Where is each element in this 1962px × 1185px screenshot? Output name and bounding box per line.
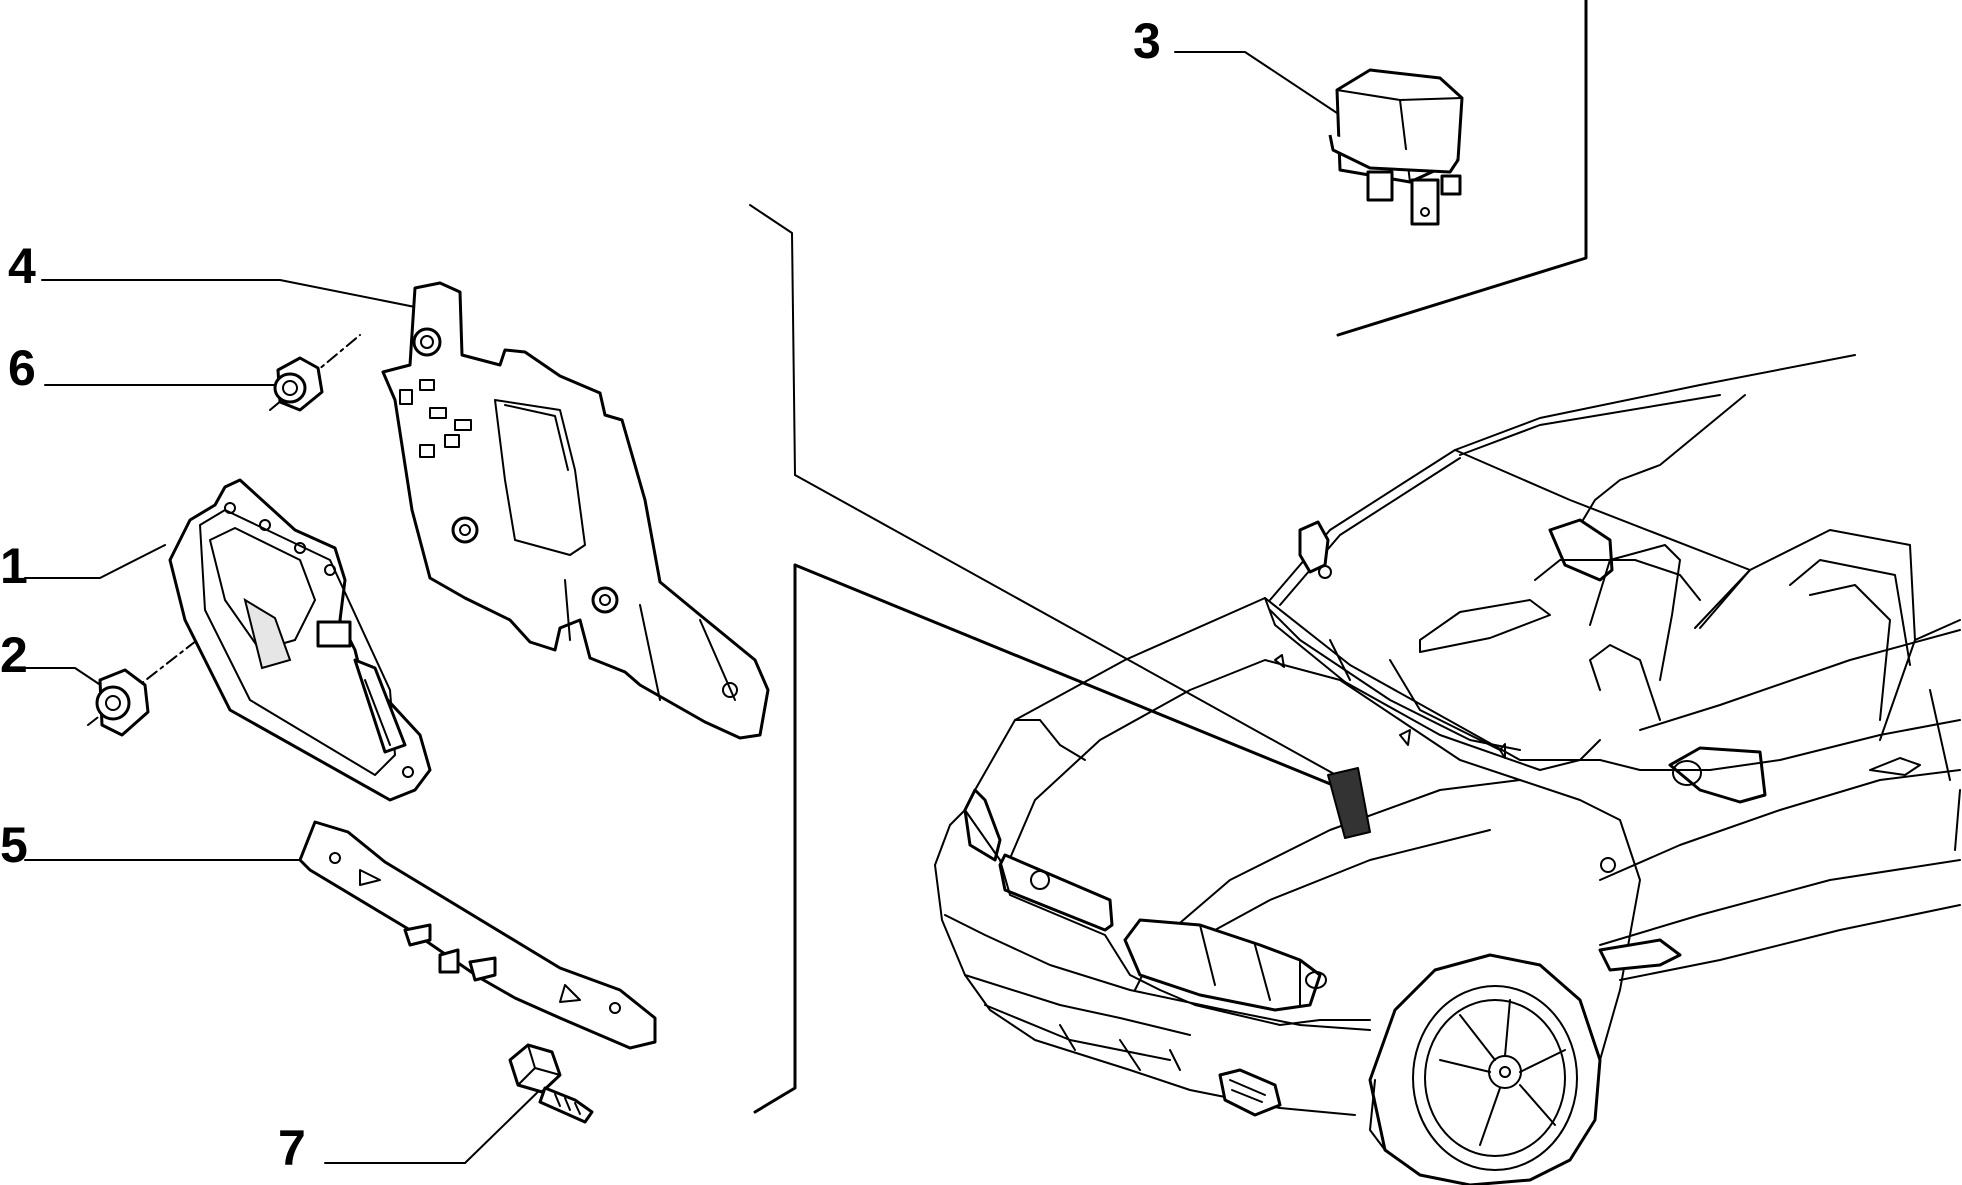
car-cowl — [1264, 597, 1601, 771]
leader-line-1 — [24, 544, 166, 579]
car-fender — [1519, 779, 1641, 1061]
relay-frame — [1336, 0, 1588, 337]
car-rim — [1412, 985, 1578, 1171]
ecu-location-marker — [1327, 767, 1371, 839]
bolt-part — [508, 1043, 594, 1124]
panel-frame-lower — [753, 563, 797, 1114]
car-roof — [1454, 354, 1856, 451]
car-illustration — [934, 354, 1961, 1185]
car-side-mirror — [1668, 746, 1767, 804]
car-bumper — [934, 809, 1371, 1026]
frame-lines — [749, 0, 1588, 1114]
callout-7: 7 — [278, 1120, 306, 1176]
leader-line-7 — [324, 1084, 546, 1164]
ecu-part — [168, 478, 432, 802]
leader-line-3 — [1174, 51, 1341, 116]
pointer-line-lower — [793, 563, 1347, 792]
car-headlight — [1123, 918, 1322, 1012]
mounting-bracket-part — [381, 281, 770, 740]
leader-line-4 — [41, 279, 421, 309]
car-roof-rail — [1459, 394, 1721, 456]
pointer-line-upper — [794, 474, 1346, 781]
callout-5: 5 — [0, 817, 28, 873]
callout-1: 1 — [0, 538, 28, 594]
callout-3: 3 — [1133, 13, 1161, 69]
leader-line-2 — [24, 667, 109, 691]
callout-6: 6 — [8, 340, 36, 396]
car-fog-light — [1218, 1068, 1282, 1117]
car-grille — [998, 853, 1114, 932]
nut-6-part — [273, 356, 324, 412]
callout-2: 2 — [0, 627, 28, 683]
callout-4: 4 — [8, 238, 36, 294]
panel-frame-upper — [749, 204, 796, 476]
car-windshield — [1269, 449, 1751, 629]
nut-2-part — [95, 668, 150, 737]
support-strip-part — [298, 820, 657, 1050]
car-side-window — [1699, 529, 1916, 741]
relay-part — [1328, 68, 1464, 226]
